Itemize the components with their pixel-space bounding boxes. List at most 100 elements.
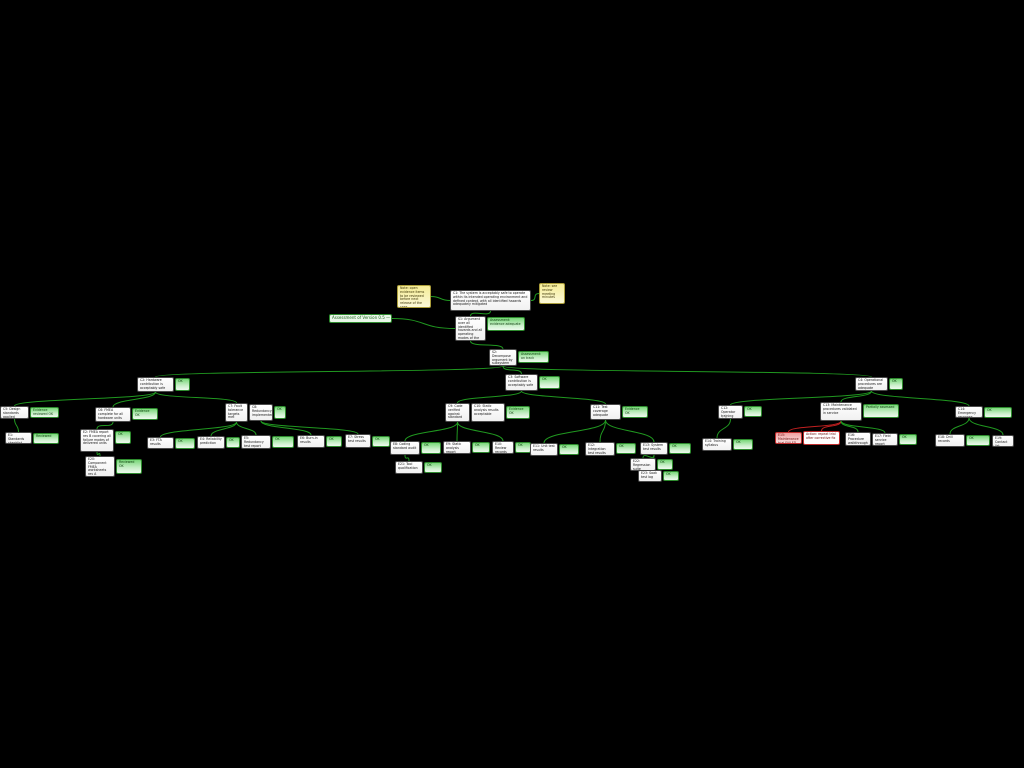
node-c3g[interactable]: OK — [274, 406, 286, 419]
node-d2[interactable]: E2: FMEA report rev B covering all failu… — [80, 429, 114, 452]
edge-e1-k1 — [404, 454, 410, 462]
node-e3[interactable]: E10: Review records — [492, 441, 514, 454]
node-root[interactable]: C1: The system is acceptably safe to ope… — [450, 290, 531, 311]
node-c8g[interactable]: OK — [984, 407, 1012, 418]
node-m1g[interactable]: OK — [657, 459, 673, 470]
node-j1[interactable]: E20: Component FMEA worksheets rev A — [85, 456, 115, 477]
node-b1g[interactable]: OK — [175, 378, 190, 391]
edge-c7-h2 — [840, 420, 886, 434]
node-note2[interactable]: Note: see review meeting minutes — [539, 283, 565, 304]
node-e1g[interactable]: OK — [421, 442, 441, 454]
edge-c8-i2 — [968, 417, 1004, 436]
edge-c3-d4 — [210, 421, 237, 437]
edge-c5-f3 — [605, 419, 655, 443]
node-strat[interactable]: S2: Decompose argument by subsystem — [489, 349, 517, 366]
node-c2[interactable]: C6: FMEA complete for all hardware units — [95, 407, 131, 422]
edge-c4-e1 — [404, 421, 458, 442]
node-e2[interactable]: E9: Static analysis report — [443, 441, 471, 454]
node-e2g[interactable]: OK — [472, 442, 490, 453]
node-label1[interactable]: Assessment of Version 0.5 — GREEN — [329, 314, 392, 323]
node-f1g[interactable]: OK — [559, 444, 579, 455]
node-c4g[interactable]: Evidence OK — [506, 406, 530, 419]
node-d3g[interactable]: OK — [175, 438, 195, 449]
edge-strat-b3 — [502, 365, 872, 378]
edge-c4-e2 — [456, 421, 458, 442]
edge-b3-c7 — [840, 390, 872, 403]
node-d7g[interactable]: OK — [372, 436, 390, 447]
node-b3g[interactable]: OK — [889, 378, 903, 390]
edge-c2-d2 — [96, 421, 114, 430]
node-f3g[interactable]: OK — [669, 443, 691, 454]
node-ctx[interactable]: S1: Argument over all identified hazards… — [455, 316, 486, 341]
node-c8[interactable]: C14: Emergency response defined — [955, 406, 983, 418]
edge-d2-j1 — [96, 451, 101, 457]
edge-b1-c1 — [14, 391, 156, 407]
edge-b2-c4 — [457, 390, 522, 404]
edge-c8-i1 — [949, 417, 970, 435]
node-b2[interactable]: C3: Software contribution is acceptably … — [505, 374, 538, 391]
node-m2g[interactable]: OK — [663, 471, 679, 481]
edge-c3-d3 — [160, 421, 237, 438]
node-d4g[interactable]: OK — [226, 437, 240, 448]
node-d3[interactable]: E3: FTA results — [147, 437, 174, 449]
node-stratg[interactable]: Assessment: on track — [518, 351, 549, 363]
node-c4b[interactable]: C10: Static analysis results acceptable — [471, 403, 505, 422]
node-d2g[interactable]: OK — [115, 431, 131, 444]
node-c6g[interactable]: OK — [744, 406, 762, 417]
node-red2[interactable]: Action: repeat trial after corrective fi… — [803, 431, 840, 445]
node-note1[interactable]: Note: open evidence items to be reviewed… — [397, 285, 431, 308]
edge-c3-d5 — [236, 421, 257, 436]
node-m1[interactable]: E22: Regression suite — [630, 458, 656, 471]
node-c1[interactable]: C5: Design standards applied — [0, 406, 29, 419]
node-c7g[interactable]: Partially assessed — [863, 404, 899, 418]
node-d4[interactable]: E4: Reliability prediction — [197, 436, 225, 449]
node-b2g[interactable]: OK — [539, 376, 560, 389]
node-g1[interactable]: E14: Training syllabus — [702, 438, 732, 451]
edge-b3-c6 — [730, 390, 872, 406]
node-d1[interactable]: E1: Standards checklist — [5, 432, 32, 444]
node-d5[interactable]: E5: Redundancy test report — [241, 435, 271, 449]
node-m2[interactable]: E23: Soak test log — [638, 470, 662, 482]
node-i2[interactable]: E19: Contact list — [992, 435, 1014, 447]
node-b1[interactable]: C2: Hardware contribution is acceptably … — [137, 377, 174, 392]
node-red1[interactable]: E15: Maintenance trial FAILED — [775, 432, 802, 444]
node-i1g[interactable]: OK — [966, 435, 990, 446]
node-h2g[interactable]: OK — [899, 434, 917, 445]
node-g1g[interactable]: OK — [733, 439, 753, 450]
node-i1[interactable]: E18: Drill records — [935, 434, 965, 447]
node-f1[interactable]: E11: Unit test results — [530, 443, 558, 456]
node-e1[interactable]: E8: Coding standard audit — [390, 441, 420, 455]
node-c6[interactable]: C12: Operator training defined — [718, 405, 743, 419]
node-c7[interactable]: C13: Maintenance procedures validated in… — [820, 402, 862, 421]
node-d5g[interactable]: OK — [272, 436, 294, 448]
node-c4[interactable]: C9: Code verified against standard — [445, 403, 470, 422]
node-e3g[interactable]: OK — [515, 442, 531, 453]
node-d6[interactable]: E6: Burn-in results — [297, 435, 325, 448]
node-c3b[interactable]: C8: Redundancy implemented — [249, 404, 273, 421]
edge-root-ctx — [470, 310, 491, 317]
node-d1g[interactable]: Reviewed — [33, 433, 59, 444]
edge-c7-red2 — [821, 420, 842, 432]
edge-note1-root — [430, 296, 451, 301]
node-h1[interactable]: E16: Procedure walkthrough — [845, 432, 871, 446]
edge-note2-root — [530, 293, 540, 301]
node-k1g[interactable]: OK — [424, 462, 442, 473]
node-c2g[interactable]: Evidence OK — [132, 408, 158, 420]
node-f2[interactable]: E12: Integration test results — [585, 442, 615, 456]
node-j1g[interactable]: Reviewed OK — [116, 459, 142, 474]
edge-label1-ctx — [391, 318, 456, 329]
node-f2g[interactable]: OK — [616, 443, 636, 454]
node-k1[interactable]: E21: Tool qualification — [395, 461, 423, 474]
node-b3[interactable]: C4: Operational procedures are adequate — [855, 377, 888, 391]
node-f3[interactable]: E13: System test results — [640, 442, 668, 455]
node-c3[interactable]: C7: Fault tolerance targets met — [225, 403, 248, 422]
node-d6g[interactable]: OK — [326, 436, 342, 447]
node-h2[interactable]: E17: Field service report — [872, 433, 898, 446]
node-c5[interactable]: C11: Test coverage adequate — [590, 404, 621, 420]
node-ctxg[interactable]: Assessment: evidence adequate — [487, 317, 525, 331]
node-c1g[interactable]: Evidence reviewed OK — [30, 407, 59, 418]
edge-strat-b2 — [502, 365, 522, 375]
node-c5g[interactable]: Evidence OK — [622, 406, 648, 418]
node-d7[interactable]: E7: Stress test results — [345, 434, 371, 448]
